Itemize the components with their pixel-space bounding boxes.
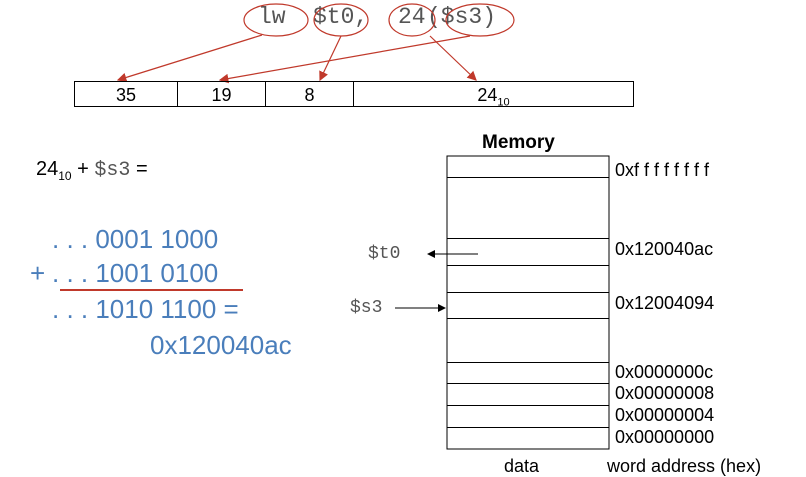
binary-plus-sign: + <box>30 258 46 288</box>
instr-offset: 24 <box>398 4 426 30</box>
memory-row-divider <box>447 383 609 384</box>
binary-result: 0x120040ac <box>150 330 292 360</box>
field-rs: 19 <box>177 81 266 107</box>
field-rs-value: 19 <box>211 85 232 105</box>
arrow-rt <box>319 35 342 82</box>
binary-line-1: . . . 0001 1000 <box>52 224 219 254</box>
memory-row-divider <box>447 362 609 363</box>
calc-reg: $s3 <box>94 159 131 182</box>
calc-equals: = <box>130 158 148 180</box>
memory-row-divider <box>447 265 609 266</box>
ellipse-opcode <box>243 3 309 37</box>
memory-row-divider <box>447 292 609 293</box>
column-label-address: word address (hex) <box>607 456 762 476</box>
field-rt: 8 <box>265 81 354 107</box>
calc-offset-sub: 10 <box>58 169 72 183</box>
memory-row-divider <box>447 318 609 319</box>
instr-opcode: lw <box>258 4 286 30</box>
address-t0: 0x120040ac <box>615 239 714 259</box>
binary-line-2: . . . 1001 0100 <box>52 258 219 288</box>
memory-row-divider <box>447 427 609 428</box>
column-label-data: data <box>504 456 540 476</box>
ellipse-offset <box>388 3 436 37</box>
address-4: 0x00000004 <box>615 405 715 425</box>
address-c: 0x0000000c <box>615 362 714 382</box>
arrow-opcode <box>116 34 263 83</box>
address-top: 0xf f f f f f f f <box>615 160 710 180</box>
field-opcode-value: 35 <box>115 85 137 105</box>
field-offset-value: 24 <box>477 85 498 105</box>
address-s3: 0x12004094 <box>615 293 715 313</box>
pointer-t0-label: $t0 <box>368 244 401 264</box>
calc-expression: 2410 + $s3 = <box>36 158 148 183</box>
memory-row-divider <box>447 238 609 239</box>
field-opcode: 35 <box>74 81 178 107</box>
address-0: 0x00000000 <box>615 427 715 447</box>
field-offset-subscript: 10 <box>497 96 510 109</box>
calc-offset: 24 <box>36 158 59 180</box>
instr-base: ($s3) <box>427 4 497 30</box>
memory-row-divider <box>447 177 609 178</box>
memory-row-divider <box>447 405 609 406</box>
pointer-s3-label: $s3 <box>350 298 383 318</box>
memory-box <box>446 155 610 450</box>
memory-title: Memory <box>482 132 555 153</box>
arrow-base <box>218 35 471 84</box>
field-rt-value: 8 <box>304 85 315 105</box>
ellipse-rt <box>313 3 369 37</box>
binary-line-3: . . . 1010 1100 = <box>52 294 239 324</box>
field-offset: 2410 <box>353 81 634 109</box>
address-8: 0x00000008 <box>615 383 715 403</box>
calc-plus: + <box>71 158 95 180</box>
arrow-offset <box>429 35 477 81</box>
ellipse-base <box>445 3 515 37</box>
